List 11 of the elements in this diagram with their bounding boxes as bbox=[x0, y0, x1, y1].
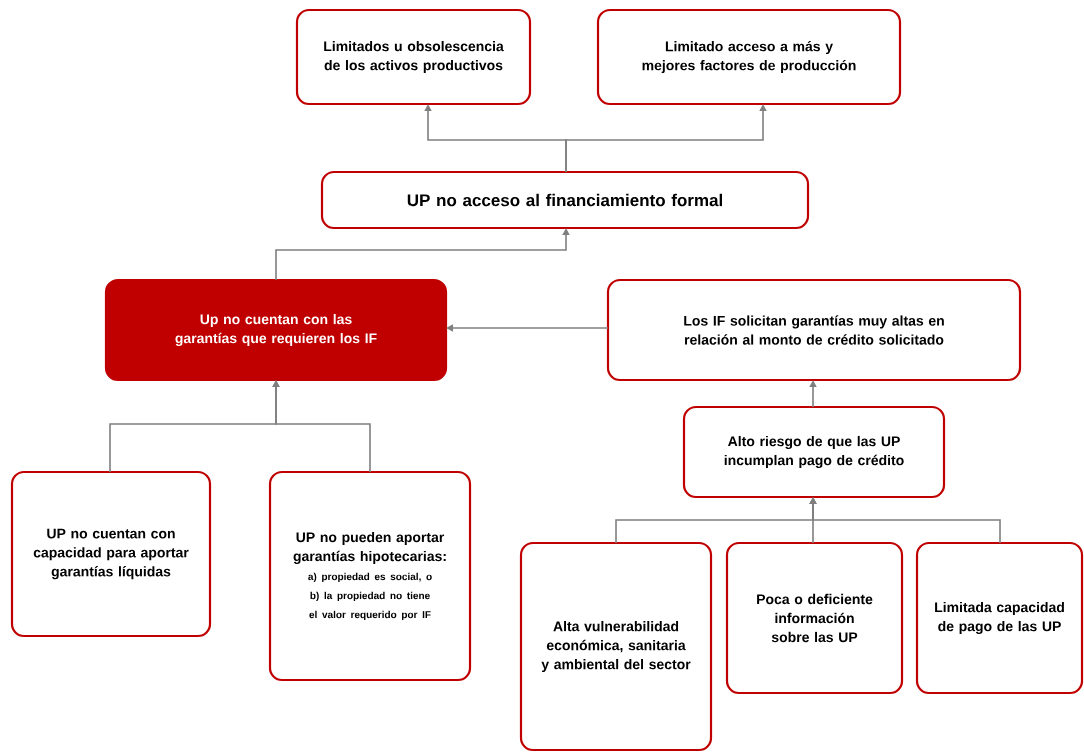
cause-box: Los IF solicitan garantías muy altas en relación al monto de crédito solicitado bbox=[606, 278, 1022, 382]
cause-box: Poca o deficiente información sobre las UP bbox=[725, 541, 904, 695]
highlighted-box: Up no cuentan con las garantías que requieren los IF bbox=[104, 278, 448, 382]
cause-box: Limitada capacidad de pago de las UP bbox=[915, 541, 1084, 695]
cause-box: UP no cuentan con capacidad para aportar garantías líquidas bbox=[10, 470, 212, 638]
cause-box: Alta vulnerabilidad económica, sanitaria y ambiental del sector bbox=[519, 541, 713, 752]
cause-box: Alto riesgo de que las UP incumplan pago de crédito bbox=[682, 405, 946, 499]
cause-box: UP no pueden aportar garantías hipotecarias: a) propiedad es social, o b) la propiedad no tiene el valor requerido por IF bbox=[268, 470, 472, 682]
cause-box: UP no acceso al financiamiento formal bbox=[320, 170, 810, 230]
cause-box: Limitado acceso a más y mejores factores de producción bbox=[596, 8, 902, 106]
cause-box: Limitados u obsolescencia de los activos productivos bbox=[295, 8, 532, 106]
